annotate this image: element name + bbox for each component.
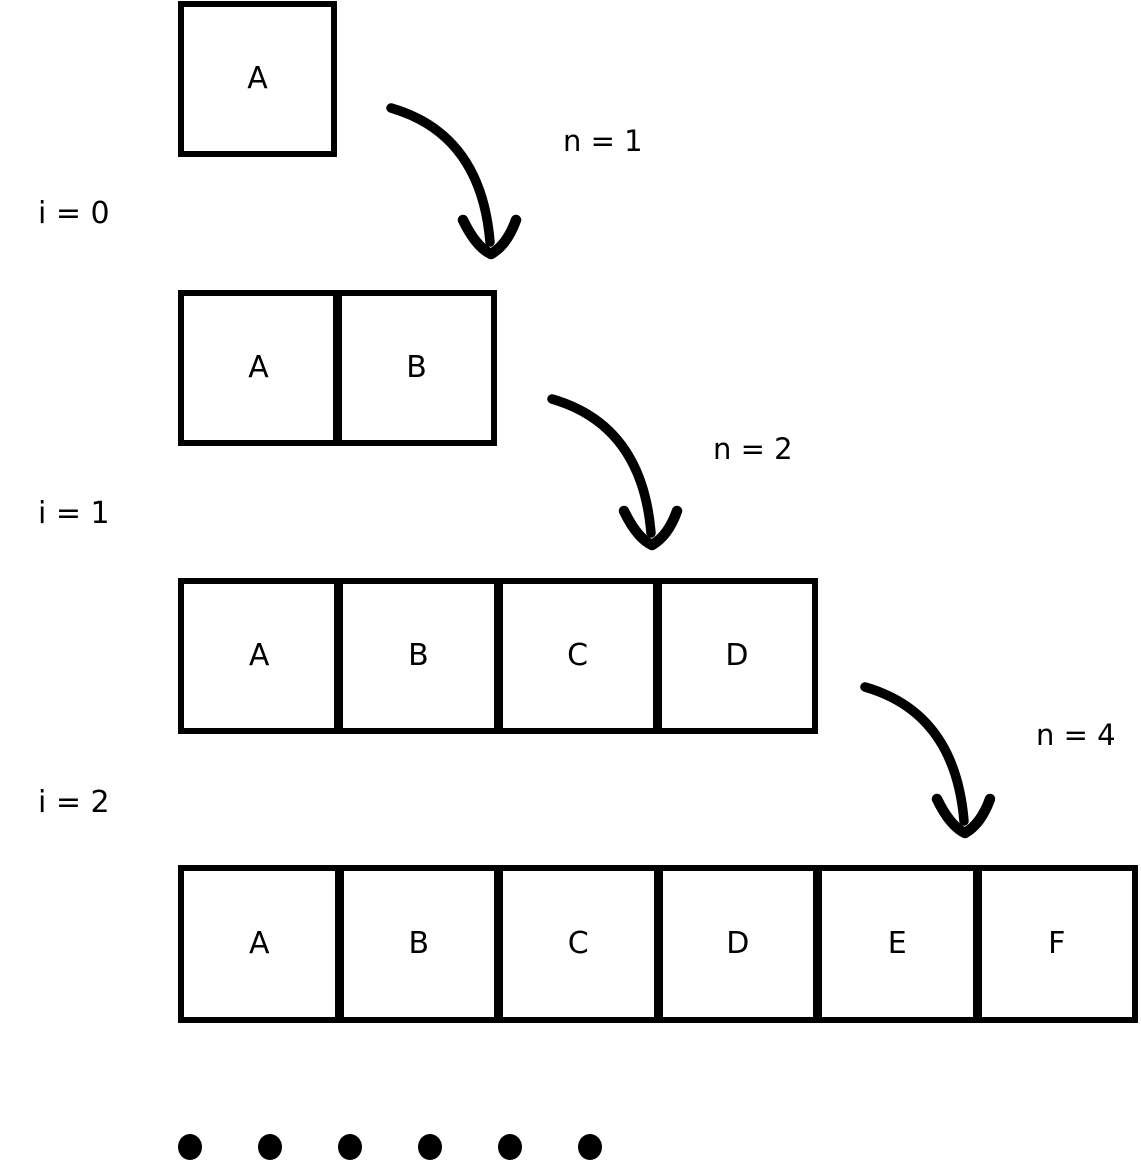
ellipsis-dot [338, 1134, 362, 1160]
array-cell: A [247, 61, 268, 96]
array-cell: D [652, 584, 812, 728]
array-row-2: A B C D [178, 578, 818, 734]
size-label-n1: n = 1 [563, 124, 643, 158]
index-label-i1: i = 1 [38, 496, 110, 531]
array-cell: C [494, 871, 654, 1017]
growth-arrow-icon [860, 682, 996, 839]
index-label-i0: i = 0 [38, 196, 110, 231]
index-label-i2: i = 2 [38, 785, 110, 820]
ellipsis-dot [178, 1134, 202, 1160]
array-cell: A [248, 350, 269, 385]
size-label-n2: n = 2 [713, 432, 793, 466]
ellipsis-dot [258, 1134, 282, 1160]
array-cell: B [334, 584, 493, 728]
array-cell: E [813, 871, 973, 1017]
ellipsis-dot [498, 1134, 522, 1160]
size-label-n4: n = 4 [1036, 718, 1116, 752]
array-row-3: A B C D E F [178, 865, 1138, 1023]
ellipsis-dot [418, 1134, 442, 1160]
array-cell: B [333, 296, 491, 440]
array-cell: A [248, 638, 270, 673]
array-cell: D [653, 871, 814, 1017]
growth-arrow-icon [547, 394, 683, 551]
array-cell: B [334, 871, 495, 1017]
ellipsis-dot [578, 1134, 602, 1160]
array-row-1: A B [178, 290, 497, 446]
array-row-0: A [178, 1, 337, 157]
array-cell: A [248, 926, 270, 961]
array-cell: F [972, 871, 1133, 1017]
growth-arrow-icon [386, 103, 522, 260]
array-cell: C [493, 584, 653, 728]
